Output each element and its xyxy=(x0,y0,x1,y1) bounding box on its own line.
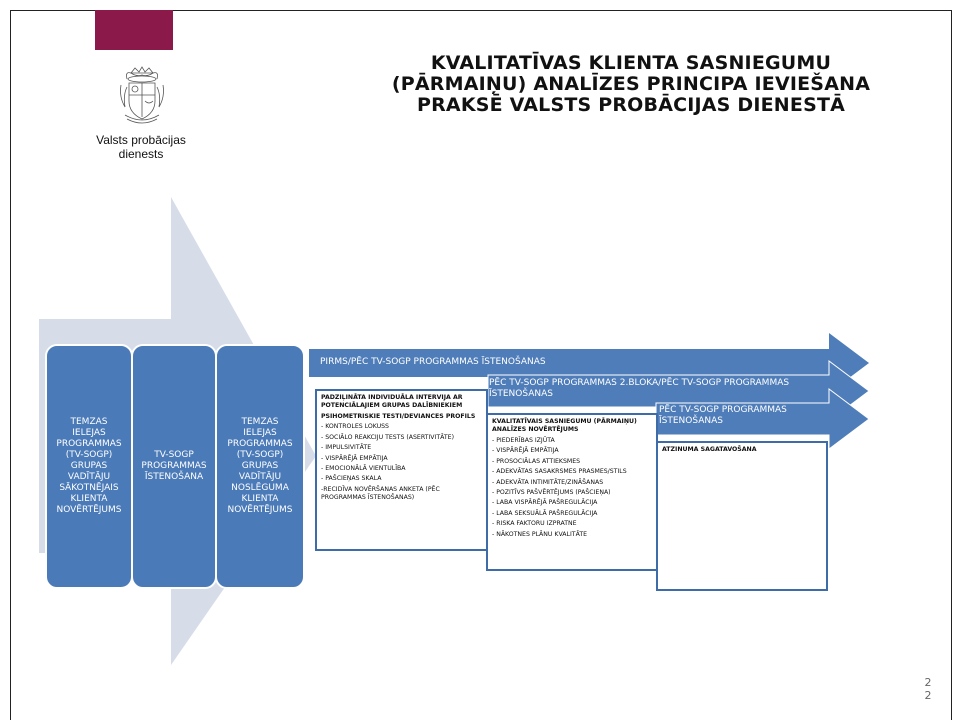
stage-initial-assessment-text: TEMZAS IELEJAS PROGRAMMAS (TV-SOGP) GRUP… xyxy=(56,417,121,516)
box-heading-line: KVALITATĪVAIS SASNIEGUMU (PĀRMAIŅU) xyxy=(492,418,637,425)
box-heading-line: PADZIĻINĀTA INDIVIDUĀLA INTERVIJA AR xyxy=(321,394,463,401)
slide: Valsts probācijas dienests KVALITATĪVAS … xyxy=(10,10,952,720)
band-label-after-program: PĒC TV-SOGP PROGRAMMAS ĪSTENOŠANAS xyxy=(659,405,787,427)
band-line: PIRMS/PĒC TV-SOGP PROGRAMMAS ĪSTENOŠANAS xyxy=(320,357,546,367)
box-qualitative-analysis: KVALITATĪVAIS SASNIEGUMU (PĀRMAIŅU) ANAL… xyxy=(486,413,658,571)
title-line-1: KVALITATĪVAS KLIENTA SASNIEGUMU xyxy=(430,52,832,74)
slide-title: KVALITATĪVAS KLIENTA SASNIEGUMU (PĀRMAIŅ… xyxy=(306,53,954,116)
stage-line: PROGRAMMAS xyxy=(56,439,122,449)
title-line-3: PRAKSĒ VALSTS PROBĀCIJAS DIENESTĀ xyxy=(416,94,846,116)
list-item: - RISKA FAKTORU IZPRATNE xyxy=(492,520,577,528)
page-number-line-1: 2 xyxy=(924,676,932,689)
stage-line: (TV-SOGP) xyxy=(236,450,284,460)
box-conclusion-preparation: ATZINUMA SAGATAVOŠANA xyxy=(656,441,828,591)
band-arrow-1 xyxy=(309,333,869,393)
stage-line: ĪSTENOŠANA xyxy=(144,472,204,482)
list-item: - ADEKVĀTAS SASAKRSMES PRASMES/STILS xyxy=(492,468,627,476)
coat-of-arms-icon xyxy=(120,66,164,124)
stage-line: NOVĒRTĒJUMS xyxy=(56,505,122,515)
list-item: - ADEKVĀTA INTIMITĀTE/ZINĀŠANAS xyxy=(492,478,604,486)
box-item-list: - KONTROLES LOKUSS - SOCIĀLO REAKCIJU TE… xyxy=(321,422,482,501)
stage-program-implementation-text: TV-SOGP PROGRAMMAS ĪSTENOŠANA xyxy=(141,450,206,483)
stage-line: IELEJAS xyxy=(243,428,277,438)
stage-initial-assessment: TEMZAS IELEJAS PROGRAMMAS (TV-SOGP) GRUP… xyxy=(45,344,133,589)
title-line-2: (PĀRMAIŅU) ANALĪZES PRINCIPA IEVIEŠANA xyxy=(391,73,871,95)
stage-line: KLIENTA xyxy=(241,494,279,504)
stage-line: TV-SOGP xyxy=(154,450,194,460)
box-heading-line: ATZINUMA SAGATAVOŠANA xyxy=(662,446,757,453)
box-heading: KVALITATĪVAIS SASNIEGUMU (PĀRMAIŅU) ANAL… xyxy=(492,418,652,434)
band-line: PĒC TV-SOGP PROGRAMMAS xyxy=(659,405,787,415)
list-item: - EMOCIONĀLĀ VIENTULĪBA xyxy=(321,465,406,473)
stage-line: (TV-SOGP) xyxy=(65,450,113,460)
page-number: 2 2 xyxy=(918,676,938,702)
box-heading: PADZIĻINĀTA INDIVIDUĀLA INTERVIJA AR POT… xyxy=(321,394,482,410)
box-heading: ATZINUMA SAGATAVOŠANA xyxy=(662,446,822,454)
list-item: - LABA VISPĀRĒJĀ PAŠREGULĀCIJA xyxy=(492,499,598,507)
timeline-band-arrows xyxy=(309,333,870,450)
list-item: - PROSOCIĀLAS ATTIEKSMES xyxy=(492,457,581,465)
box-item-list: - PIEDERĪBAS IZJŪTA - VISPĀRĒJĀ EMPĀTIJA… xyxy=(492,436,652,540)
stage-line: GRUPAS xyxy=(70,461,108,471)
logo-text-line-1: Valsts probācijas xyxy=(96,133,186,147)
stage-line: TEMZAS xyxy=(241,417,279,427)
list-item: - PAŠCIEŅAS SKALA xyxy=(321,475,382,483)
list-item: - POZITĪVS PAŠVĒRTĒJUMS (PAŠCIEŅA) xyxy=(492,489,611,497)
list-item: -RECIDĪVA NOVĒRŠANAS ANKETA (PĒC xyxy=(321,485,440,493)
box-subheading: PSIHOMETRISKIE TESTI/DEVIANCES PROFILS xyxy=(321,413,476,420)
stage-line: GRUPAS xyxy=(241,461,279,471)
list-item: PROGRAMMAS ĪSTENOŠANAS) xyxy=(321,493,415,501)
stage-final-assessment-text: TEMZAS IELEJAS PROGRAMMAS (TV-SOGP) GRUP… xyxy=(227,417,292,516)
stage-line: NOVĒRTĒJUMS xyxy=(227,505,293,515)
list-item: - PIEDERĪBAS IZJŪTA xyxy=(492,437,555,444)
stage-line: VADĪTĀJU xyxy=(67,472,111,482)
stage-program-implementation: TV-SOGP PROGRAMMAS ĪSTENOŠANA xyxy=(131,344,217,589)
page-number-line-2: 2 xyxy=(924,689,932,702)
list-item: - VISPĀRĒJĀ EMPĀTIJA xyxy=(321,454,388,462)
list-item: - NĀKOTNES PLĀNU KVALITĀTE xyxy=(492,530,588,538)
band-line: ĪSTENOŠANAS xyxy=(659,416,724,426)
stage-line: KLIENTA xyxy=(70,494,108,504)
list-item: - SOCIĀLO REAKCIJU TESTS (ASERTIVITĀTE) xyxy=(321,433,454,441)
stage-line: NOSLĒGUMA xyxy=(231,483,289,493)
band-line: ĪSTENOŠANAS xyxy=(489,389,554,399)
band-label-after-block2: PĒC TV-SOGP PROGRAMMAS 2.BLOKA/PĒC TV-SO… xyxy=(489,378,789,400)
band-line: PĒC TV-SOGP PROGRAMMAS 2.BLOKA/PĒC TV-SO… xyxy=(489,378,790,388)
logo-text-line-2: dienests xyxy=(118,147,164,161)
stage-line: SĀKOTNĒJAIS xyxy=(59,483,119,493)
list-item: - LABA SEKSUĀLĀ PAŠREGULĀCIJA xyxy=(492,509,598,517)
box-heading-line: ANALĪZES NOVĒRTĒJUMS xyxy=(492,426,579,433)
stage-line: VADĪTĀJU xyxy=(238,472,282,482)
box-heading-line: POTENCIĀLAJIEM GRUPAS DALĪBNIEKIEM xyxy=(321,402,463,409)
stage-line: PROGRAMMAS xyxy=(141,461,207,471)
stage-line: PROGRAMMAS xyxy=(227,439,293,449)
stage-final-assessment: TEMZAS IELEJAS PROGRAMMAS (TV-SOGP) GRUP… xyxy=(215,344,305,589)
stage-line: IELEJAS xyxy=(72,428,106,438)
band-arrow-3 xyxy=(655,388,870,450)
list-item: - IMPULSIVITĀTE xyxy=(321,444,372,452)
stage-line: TEMZAS xyxy=(70,417,108,427)
accent-bar xyxy=(95,10,173,50)
list-item: - VISPĀRĒJĀ EMPĀTIJA xyxy=(492,447,559,455)
list-item: - KONTROLES LOKUSS xyxy=(321,423,389,431)
band-label-before-after: PIRMS/PĒC TV-SOGP PROGRAMMAS ĪSTENOŠANAS xyxy=(320,357,546,368)
box-interview-psychometric: PADZIĻINĀTA INDIVIDUĀLA INTERVIJA AR POT… xyxy=(315,389,488,551)
